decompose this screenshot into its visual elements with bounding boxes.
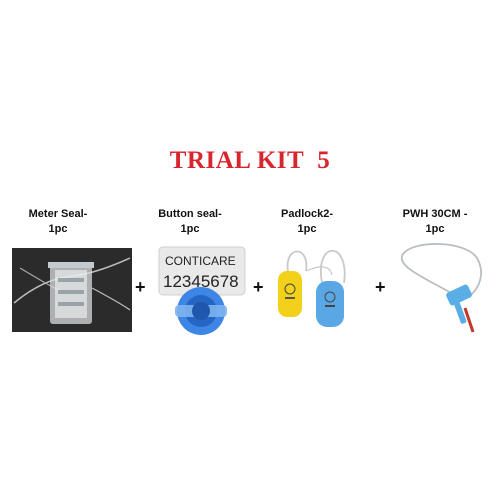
meter-seal-icon	[13, 257, 131, 324]
padlock-image	[270, 235, 365, 340]
meter-seal-image	[12, 248, 132, 332]
meter-seal-label: Meter Seal- 1pc	[8, 207, 108, 237]
padlock-name: Padlock2-	[281, 208, 333, 220]
padlock-qty: 1pc	[297, 223, 317, 235]
pwh-seal-image	[385, 238, 495, 343]
meter-seal-name: Meter Seal-	[28, 208, 88, 220]
tag-brand-text: CONTICARE	[165, 254, 236, 268]
button-seal-icon: CONTICARE 12345678	[158, 246, 246, 335]
button-seal-name: Button seal-	[158, 208, 222, 220]
button-seal-qty: 1pc	[180, 223, 200, 235]
button-seal-image: CONTICARE 12345678	[155, 245, 250, 345]
padlock-icon	[278, 249, 346, 327]
page-title: TRIAL KIT 5	[169, 147, 331, 174]
padlock-label: Padlock2- 1pc	[262, 207, 352, 237]
meter-seal-qty: 1pc	[48, 223, 68, 235]
pwh-name: PWH 30CM -	[402, 208, 468, 220]
plus-sign-2: +	[253, 277, 264, 297]
button-seal-label: Button seal- 1pc	[145, 207, 235, 237]
pwh-label: PWH 30CM - 1pc	[385, 207, 485, 237]
tag-number-text: 12345678	[163, 272, 239, 291]
pwh-seal-icon	[400, 243, 482, 333]
plus-sign-1: +	[135, 277, 146, 297]
pwh-qty: 1pc	[425, 223, 445, 235]
plus-sign-3: +	[375, 277, 386, 297]
